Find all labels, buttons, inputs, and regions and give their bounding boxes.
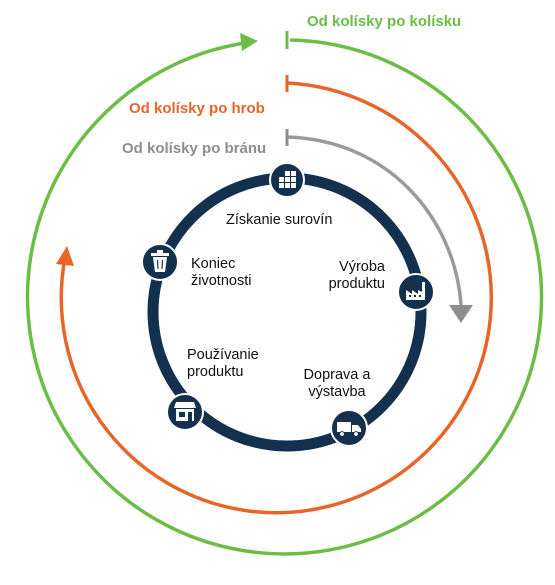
cradle-to-cradle-loop [25,38,544,556]
use-label-line2: produktu [187,364,244,380]
use-label-line1: Používanie [187,347,259,363]
cradle-to-grave-arrowhead [56,246,74,266]
shop-icon [166,393,204,431]
cradle-to-cradle-label: Od kolísky po kolísku [307,13,462,30]
raw-materials-label: Získanie surovín [226,212,333,228]
transport-label-line2: výstavba [308,384,366,400]
manufacturing-label: Výroba produktu [313,259,385,293]
trash-bin-icon [141,243,179,281]
end-of-life-label-line1: Koniec [191,256,236,272]
cradle-to-gate-arc [286,135,463,306]
building-blocks-icon [269,162,305,198]
truck-icon [330,409,368,447]
cradle-to-gate-label: Od kolísky po bránu [122,140,267,157]
end-of-life-label-line2: životnosti [191,273,252,289]
cradle-to-grave-loop [59,81,494,515]
transport-label-line1: Doprava a [303,367,371,383]
factory-icon [397,273,435,311]
cradle-to-gate-arrowhead [449,305,473,323]
transport-label: Doprava a výstavba [295,367,379,401]
end-of-life-label: Koniec životnosti [191,256,251,290]
cradle-to-cradle-arrowhead [240,33,258,51]
cradle-to-grave-label: Od kolísky po hrob [129,100,265,117]
use-label: Používanie produktu [187,347,259,381]
manufacturing-label-line2: produktu [328,276,385,292]
manufacturing-label-line1: Výroba [339,259,385,275]
